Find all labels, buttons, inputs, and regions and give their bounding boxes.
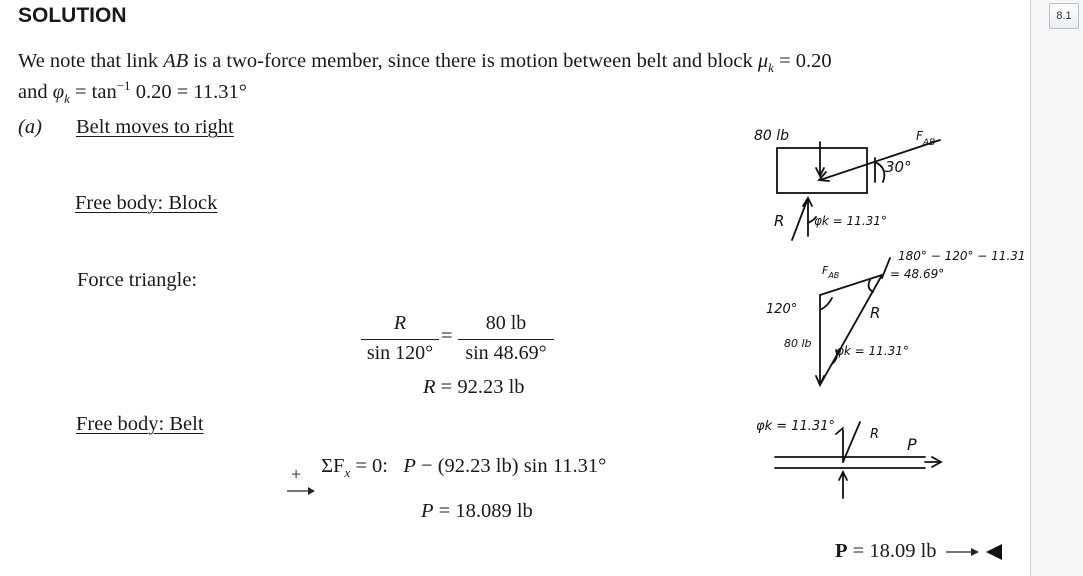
intro-text-cont: is a two-force member, since there is mo… <box>188 50 758 72</box>
sketch-fab2-sub: AB <box>827 271 839 280</box>
r-result: R = 92.23 lb <box>423 376 525 399</box>
sigma-subscript: x <box>344 465 351 481</box>
sketch-angle-120: 120° <box>766 302 797 317</box>
sketch-fab-label: FAB <box>916 129 935 148</box>
free-body-belt-label: Free body: Belt <box>76 413 204 435</box>
sketch-p-label: P <box>907 435 917 454</box>
sketch-weight-label: 80 lb <box>754 128 789 144</box>
sketch-r-label: R <box>774 212 784 230</box>
r-vector <box>819 274 883 386</box>
phi-tan: = tan <box>69 80 117 103</box>
sketch-angle-30: 30° <box>885 158 912 176</box>
angle-arc-30 <box>874 161 886 183</box>
sketch-fab2-label: FAB <box>822 264 839 280</box>
fraction-left-denominator: sin 120° <box>366 342 434 364</box>
r-belt-arrow <box>842 421 861 463</box>
sketch-weight2-label: 80 lb <box>784 337 812 350</box>
p-result: P = 18.089 lb <box>421 500 533 523</box>
phi-value: 0.20 = 11.31° <box>130 80 247 103</box>
fraction-left-numerator: R <box>361 312 439 340</box>
link-ab: AB <box>163 50 189 72</box>
p-result-value: = 18.089 lb <box>433 500 533 522</box>
fraction-right-denominator: sin 48.69° <box>465 342 547 364</box>
sketch-angle-result: = 48.69° <box>890 267 944 281</box>
part-label: (a) <box>18 116 42 138</box>
r-symbol: R <box>423 376 436 398</box>
viewer-sidebar <box>1030 0 1083 576</box>
final-value: = 18.09 lb <box>847 540 937 562</box>
intro-line-2: and φk = tan−1 0.20 = 11.31° <box>18 78 247 107</box>
answer-marker-icon <box>946 544 1002 560</box>
free-body-block-label: Free body: Block <box>75 192 218 214</box>
mu-subscript: k <box>768 60 774 76</box>
fraction-right-numerator: 80 lb <box>458 312 554 340</box>
plus-sign: + <box>291 464 302 484</box>
fraction-right: 80 lb sin 48.69° <box>458 312 554 365</box>
sketch-r3-label: R <box>870 427 879 442</box>
fraction-left: R sin 120° <box>361 312 439 365</box>
sketch-fab2-f: F <box>822 264 829 277</box>
r-arrow <box>791 197 809 241</box>
sum-rest: − (92.23 lb) sin 11.31° <box>415 455 607 477</box>
sum-fx-equation: + ΣFx = 0: P − (92.23 lb) sin 11.31° <box>286 455 607 495</box>
fab-vector <box>819 274 883 296</box>
angle-arc-120 <box>819 297 833 311</box>
mu-symbol: μ <box>757 50 769 72</box>
r-value: = 92.23 lb <box>435 376 525 398</box>
sum-equals-zero: = 0: <box>350 455 404 477</box>
block-sketch <box>776 147 868 194</box>
sketch-phi3-label: φk = 11.31° <box>756 419 835 434</box>
sketch-angle-calc: 180° − 120° − 11.31 <box>898 249 1025 263</box>
sketch-fab-sub: AB <box>922 138 935 148</box>
final-answer: P = 18.09 lb <box>835 540 937 563</box>
sketch-phi-label: φk = 11.31° <box>814 214 887 228</box>
force-triangle-label: Force triangle: <box>77 269 198 291</box>
fab-arrow <box>819 139 941 181</box>
sketch-r2-label: R <box>870 304 880 322</box>
p-symbol: P <box>403 455 416 477</box>
intro-text: We note that link <box>18 50 164 72</box>
part-title: Belt moves to right <box>76 116 234 138</box>
sigma-f: ΣF <box>321 455 345 477</box>
and-text: and <box>18 80 53 103</box>
sketch-phi2-label: φk = 11.31° <box>836 344 909 358</box>
sketch-fab-f: F <box>916 129 924 143</box>
final-p-symbol: P <box>835 540 848 562</box>
p-result-symbol: P <box>421 500 434 522</box>
phi-symbol: φ <box>52 80 65 103</box>
free-body-sketches: 80 lb FAB 30° R φk = 11.31° 180° − 120° … <box>754 128 1025 499</box>
phi-subscript: k <box>64 90 70 106</box>
equals-sign: = <box>441 325 453 347</box>
mu-value: = 0.20 <box>773 50 832 72</box>
right-arrow-icon <box>287 487 315 495</box>
page-number-button[interactable]: 8.1 <box>1049 3 1079 29</box>
solution-heading: SOLUTION <box>18 4 127 27</box>
angle-arc-48 <box>867 279 874 293</box>
phi-exponent: −1 <box>116 78 131 93</box>
intro-line-1: We note that link AB is a two-force memb… <box>18 50 832 76</box>
